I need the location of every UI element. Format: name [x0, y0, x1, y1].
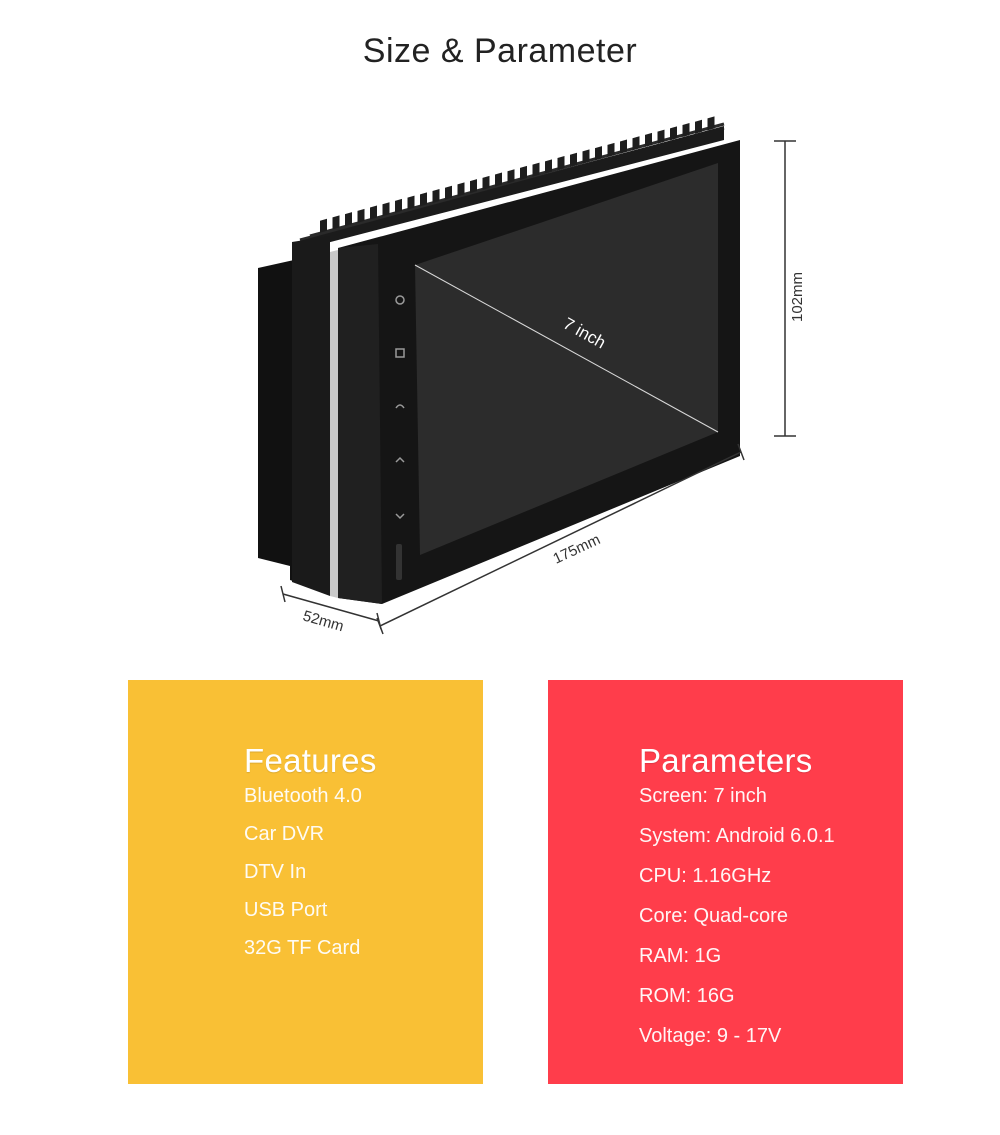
heatsink-fin: [670, 126, 677, 141]
vol-down-icon: [395, 513, 405, 520]
features-card: Features Bluetooth 4.0 Car DVR DTV In US…: [128, 680, 483, 1084]
heatsink-fin: [645, 132, 652, 147]
feature-item: DTV In: [244, 861, 307, 883]
parameter-item: Screen: 7 inch: [639, 785, 767, 807]
heatsink-fin: [557, 156, 565, 171]
heatsink-fin: [707, 116, 715, 131]
heatsink-fin: [320, 218, 327, 233]
parameter-item: System: Android 6.0.1: [639, 825, 835, 847]
sd-slot: [396, 544, 402, 580]
heatsink-fin: [607, 142, 615, 157]
power-icon: [395, 295, 405, 305]
width-label: 175mm: [551, 531, 604, 568]
feature-item: 32G TF Card: [244, 937, 361, 959]
feature-item: USB Port: [244, 899, 328, 921]
features-heading: Features: [244, 742, 377, 779]
parameter-item: Core: Quad-core: [639, 905, 788, 927]
home-icon: [395, 348, 405, 358]
vol-up-icon: [395, 456, 405, 463]
parameter-item: RAM: 1G: [639, 945, 722, 967]
depth-label: 52mm: [301, 608, 346, 636]
heatsink-fin: [545, 159, 552, 174]
car-stereo-diagram: 7 inch 102mm 175mm 52mm: [258, 116, 806, 636]
heatsink-fin: [507, 169, 515, 184]
heatsink-fin: [695, 119, 702, 134]
heatsink-fin: [595, 146, 602, 161]
heatsink-fin: [332, 215, 340, 230]
screen-diagonal: [414, 264, 719, 433]
heatsink-fin: [457, 182, 465, 197]
features-list: Bluetooth 4.0 Car DVR DTV In USB Port 32…: [244, 786, 483, 958]
parameter-item: CPU: 1.16GHz: [639, 865, 772, 887]
rear-chassis-side: [292, 236, 330, 596]
heatsink-fin: [382, 202, 390, 217]
fins-group: [320, 116, 715, 233]
heatsink-fin: [407, 195, 415, 210]
heatsink-fin: [420, 192, 427, 207]
bezel-left-edge: [338, 244, 382, 604]
screen: [415, 163, 718, 555]
parameter-item: ROM: 16G: [639, 985, 735, 1007]
page-title: Size & Parameter: [362, 32, 638, 70]
heatsink-fin: [520, 165, 527, 180]
side-buttons: [395, 295, 405, 520]
heatsink-fin: [570, 152, 577, 167]
parameters-heading: Parameters: [639, 742, 813, 779]
heatsink-fin: [532, 162, 540, 177]
heatsink-fin: [357, 208, 365, 223]
silver-strip: [330, 250, 338, 598]
heatsink-fin: [682, 123, 690, 138]
heatsink-fin: [657, 129, 665, 144]
height-dimension: [774, 140, 796, 437]
heatsink-fin: [632, 136, 640, 151]
heatsink-fin: [445, 185, 452, 200]
heatsink-fin: [482, 175, 490, 190]
back-icon: [395, 404, 405, 409]
depth-dimension: [280, 585, 382, 630]
heatsink-fin: [582, 149, 590, 164]
height-label: 102mm: [789, 272, 806, 322]
feature-item: Car DVR: [244, 823, 325, 845]
heatsink-fin: [495, 172, 502, 187]
device-illustration: 7 inch 102mm 175mm 52mm: [258, 116, 806, 636]
parameter-item: Voltage: 9 - 17V: [639, 1025, 782, 1047]
heatsink-fin: [432, 189, 440, 204]
feature-item: Bluetooth 4.0: [244, 785, 362, 807]
heatsink-fin: [395, 198, 402, 213]
heatsink-fin: [345, 212, 352, 227]
parameters-list: Screen: 7 inch System: Android 6.0.1 CPU…: [639, 786, 903, 1046]
parameters-card: Parameters Screen: 7 inch System: Androi…: [548, 680, 903, 1084]
heatsink-fin: [370, 205, 377, 220]
heatsink-fin: [470, 179, 477, 194]
heatsink-fin: [620, 139, 627, 154]
heatsink-ridges: [292, 126, 724, 252]
